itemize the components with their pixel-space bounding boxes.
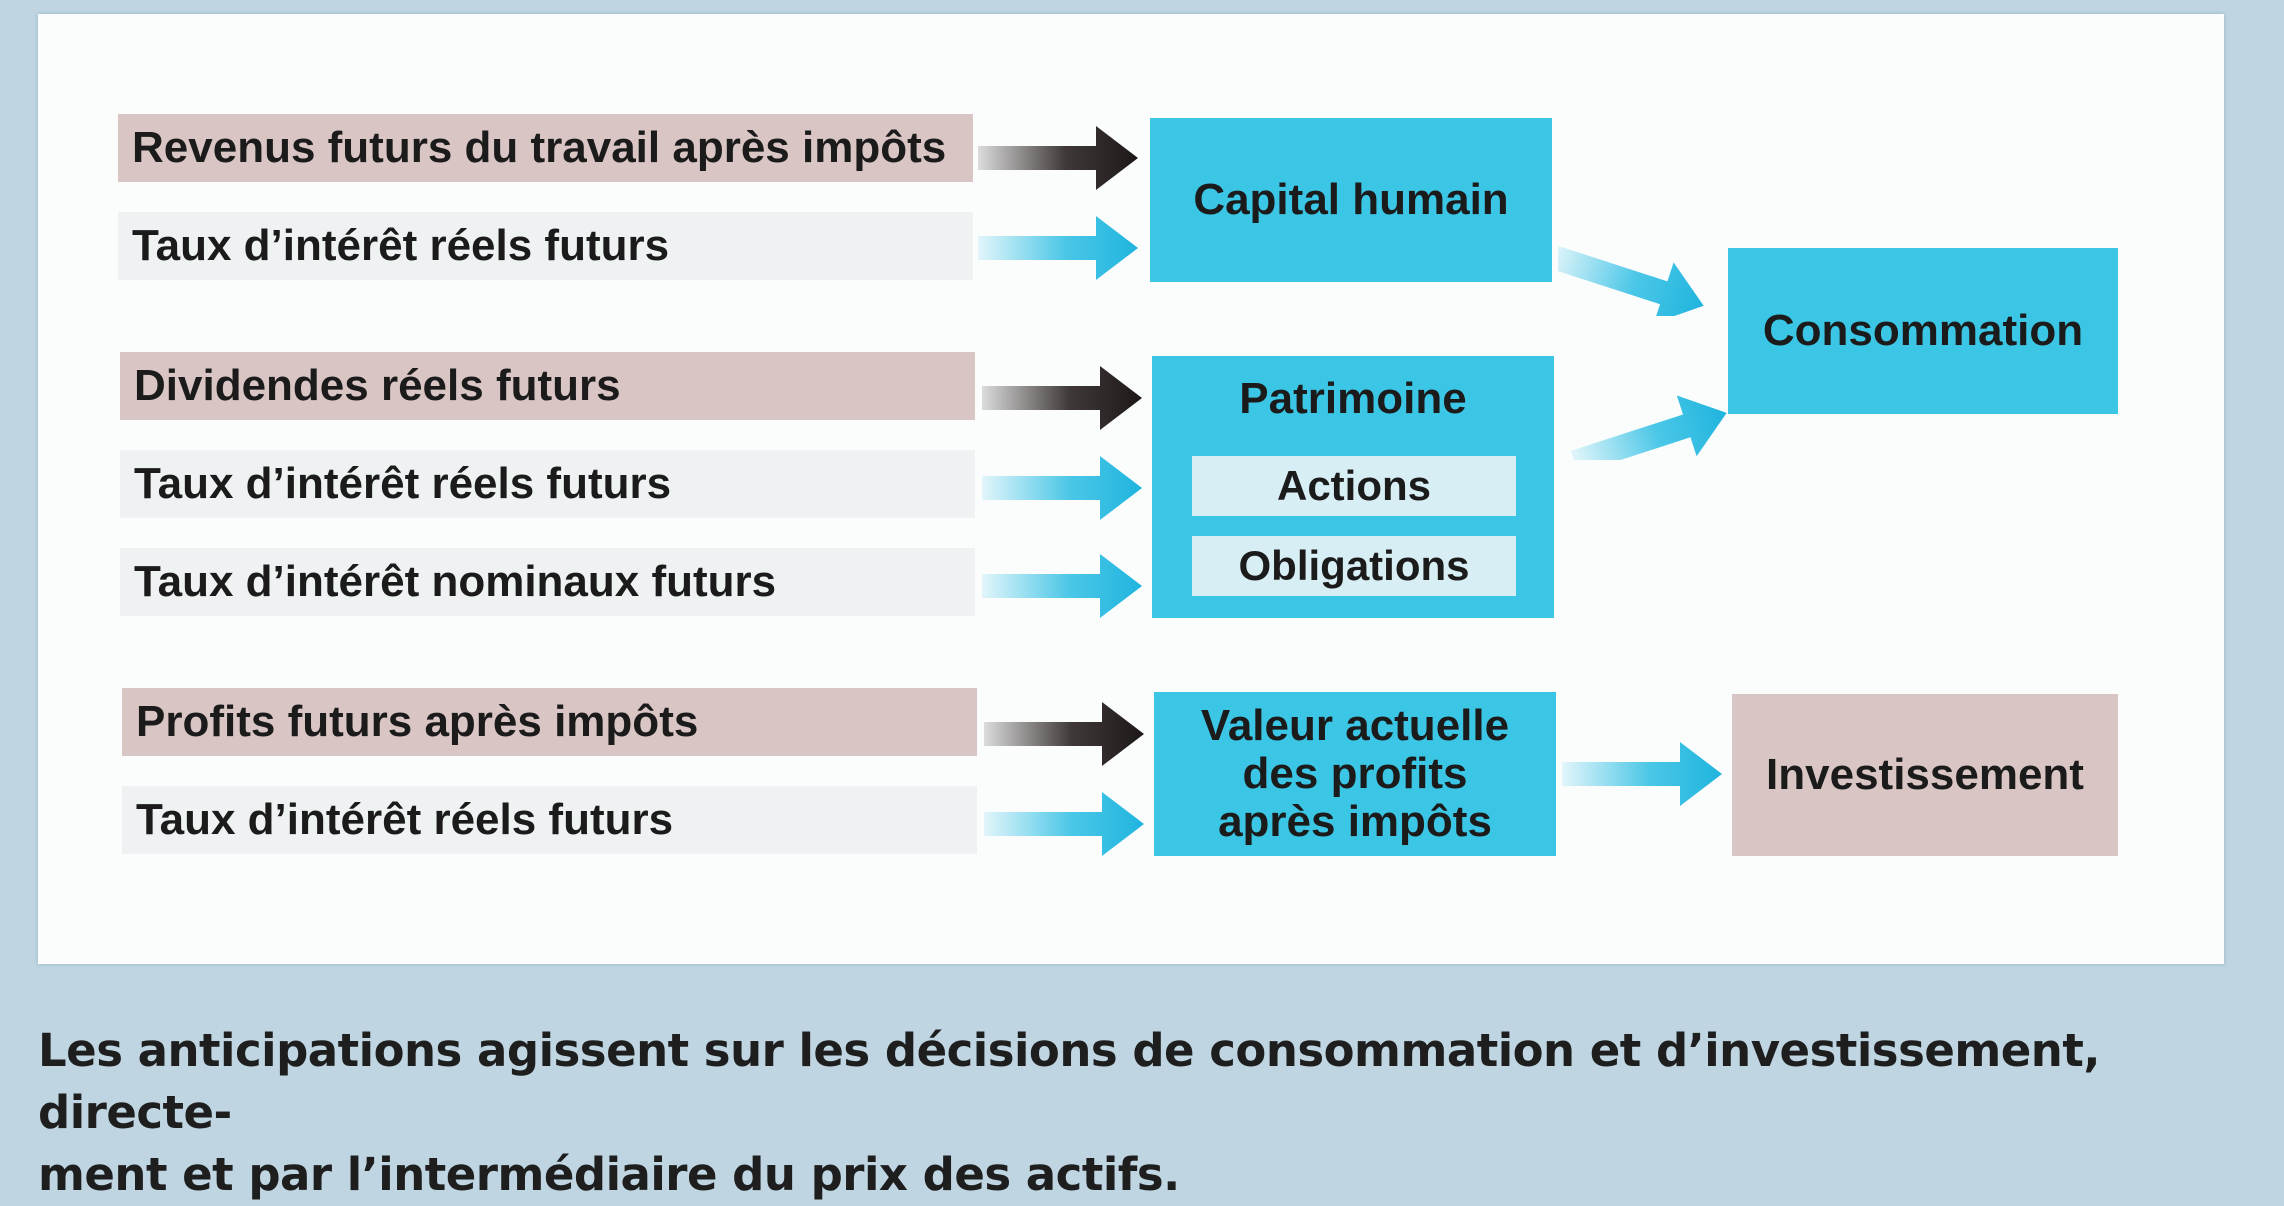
node-label-line: après impôts — [1218, 797, 1492, 846]
factor-label: Revenus futurs du travail après impôts — [132, 123, 947, 172]
factor-taux-reels-1: Taux d’intérêt réels futurs — [118, 212, 973, 280]
arrow-diagonal-up-blue-icon — [1570, 395, 1727, 460]
factor-profits: Profits futurs après impôts — [122, 688, 977, 756]
caption-line: ment et par l’intermédiaire du prix des … — [38, 1148, 1180, 1201]
factor-label: Taux d’intérêt réels futurs — [136, 795, 674, 844]
factor-taux-reels-3: Taux d’intérêt réels futurs — [122, 786, 977, 854]
node-investissement: Investissement — [1732, 694, 2118, 856]
node-consommation: Consommation — [1728, 248, 2118, 414]
factor-label: Profits futurs après impôts — [136, 697, 699, 746]
node-label: Capital humain — [1193, 175, 1509, 224]
arrow-right-dark-icon — [984, 702, 1144, 766]
node-label-line: des profits — [1242, 749, 1468, 798]
caption-line: Les anticipations agissent sur les décis… — [38, 1024, 2100, 1139]
node-valeur-actuelle: Valeur actuelle des profits après impôts — [1154, 692, 1556, 856]
node-label: Actions — [1276, 462, 1431, 509]
node-actions: Actions — [1192, 456, 1516, 516]
figure-caption: Les anticipations agissent sur les décis… — [38, 1020, 2238, 1206]
node-patrimoine: Patrimoine Actions Obligations — [1152, 356, 1554, 618]
factor-dividendes: Dividendes réels futurs — [120, 352, 975, 420]
factor-taux-reels-2: Taux d’intérêt réels futurs — [120, 450, 975, 518]
factor-label: Taux d’intérêt réels futurs — [134, 459, 672, 508]
node-label: Consommation — [1762, 306, 2084, 355]
factor-taux-nominaux: Taux d’intérêt nominaux futurs — [120, 548, 975, 616]
factor-label: Taux d’intérêt nominaux futurs — [134, 557, 777, 606]
arrow-diagonal-down-blue-icon — [1558, 244, 1704, 316]
arrow-right-blue-icon — [984, 792, 1144, 856]
arrow-right-dark-icon — [978, 126, 1138, 190]
node-label-line: Valeur actuelle — [1200, 701, 1510, 750]
arrow-right-blue-icon — [982, 554, 1142, 618]
node-obligations: Obligations — [1192, 536, 1516, 596]
node-label: Patrimoine — [1239, 374, 1467, 423]
factor-revenus: Revenus futurs du travail après impôts — [118, 114, 973, 182]
factor-label: Dividendes réels futurs — [134, 361, 621, 410]
arrow-right-blue-icon — [978, 216, 1138, 280]
arrow-right-dark-icon — [982, 366, 1142, 430]
arrow-right-blue-icon — [1562, 742, 1722, 806]
diagram-panel: Revenus futurs du travail après impôts T… — [38, 14, 2224, 964]
arrow-right-blue-icon — [982, 456, 1142, 520]
node-label: Investissement — [1766, 750, 2084, 799]
node-label: Obligations — [1238, 542, 1470, 589]
factor-label: Taux d’intérêt réels futurs — [132, 221, 670, 270]
node-capital-humain: Capital humain — [1150, 118, 1552, 282]
